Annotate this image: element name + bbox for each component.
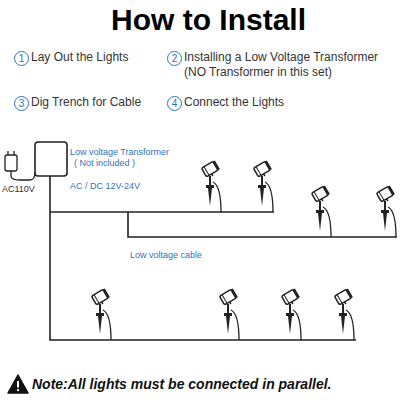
transformer-note: ( Not included ) <box>74 158 135 168</box>
step-note: (NO Transformer in this set) <box>184 66 332 80</box>
step-number: 1 <box>14 51 29 66</box>
step-number: 4 <box>167 96 182 111</box>
transformer-label: Low voltage Transformer <box>70 147 169 157</box>
warning-icon <box>8 375 28 393</box>
cable-label: Low voltage cable <box>130 250 202 260</box>
voltage-label: AC110V <box>2 184 35 194</box>
note-text: Note:All lights must be connected in par… <box>32 376 332 392</box>
low-voltage-cable <box>50 176 397 340</box>
step-text: Lay Out the Lights <box>31 51 128 65</box>
voltage-label: AC / DC 12V-24V <box>70 181 140 191</box>
step-number: 3 <box>14 96 29 111</box>
step-text: Dig Trench for Cable <box>31 96 141 110</box>
wall-plug <box>5 155 17 171</box>
step-text: Connect the Lights <box>184 96 284 110</box>
power-cord <box>11 171 35 180</box>
step-number: 2 <box>167 51 182 66</box>
title: How to Install <box>111 3 306 38</box>
transformer-box <box>35 142 67 176</box>
step-text: Installing a Low Voltage Transformer <box>184 51 378 65</box>
